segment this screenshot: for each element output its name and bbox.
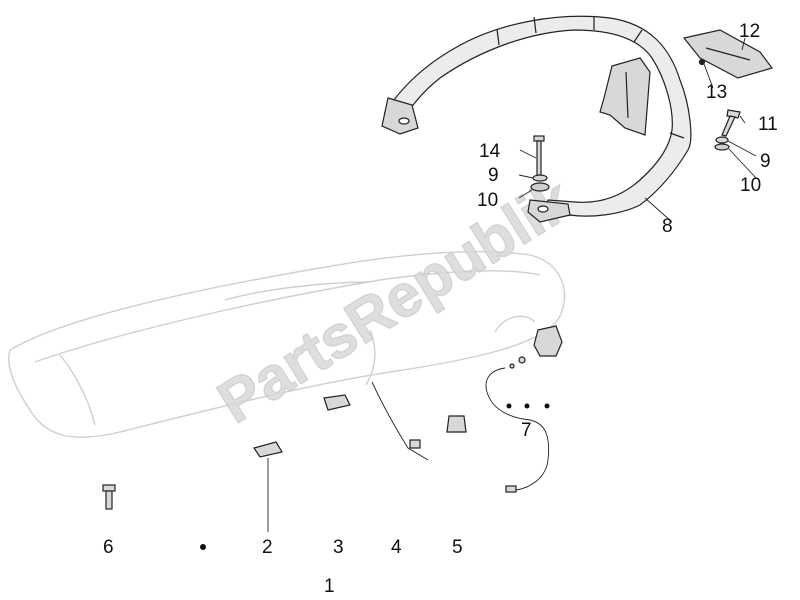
callout-10-right: 10	[740, 175, 761, 196]
seat-cable-4	[371, 381, 429, 461]
seat-clip-2	[253, 441, 283, 458]
screw-6	[102, 484, 116, 510]
seat	[8, 251, 566, 438]
callout-5: 5	[452, 537, 463, 558]
washer-9-right	[715, 136, 729, 144]
callout-9-left: 9	[488, 165, 499, 186]
callout-4: 4	[391, 537, 402, 558]
callout-8: 8	[662, 216, 673, 237]
reference-dots	[200, 403, 550, 550]
switch-lamp-7	[485, 325, 563, 493]
washer-10-left	[530, 182, 550, 192]
leader-lines	[267, 37, 757, 532]
callout-2: 2	[262, 537, 273, 558]
dot-marker	[524, 403, 530, 409]
rear-rack	[381, 15, 692, 223]
callout-12: 12	[739, 21, 760, 42]
washer-10-right	[714, 143, 730, 151]
callout-13: 13	[706, 82, 727, 103]
dot-marker	[506, 403, 512, 409]
seat-bracket-3	[323, 394, 351, 411]
callout-14: 14	[479, 141, 501, 162]
dot-marker	[544, 403, 550, 409]
callout-10-left: 10	[477, 190, 498, 211]
callout-1: 1	[324, 576, 335, 597]
pad-screw	[698, 58, 706, 66]
callout-11: 11	[758, 114, 778, 135]
callout-6: 6	[103, 537, 114, 558]
dot-marker	[200, 544, 206, 550]
callout-7: 7	[521, 420, 532, 441]
washer-9-left	[532, 174, 548, 182]
rack-pad	[682, 29, 773, 79]
callout-3: 3	[333, 537, 344, 558]
bolt-11	[721, 109, 741, 137]
watermark-text: PartsRepublik	[206, 165, 584, 436]
callout-9-right: 9	[760, 151, 771, 172]
rubber-buffer-5	[446, 415, 467, 433]
